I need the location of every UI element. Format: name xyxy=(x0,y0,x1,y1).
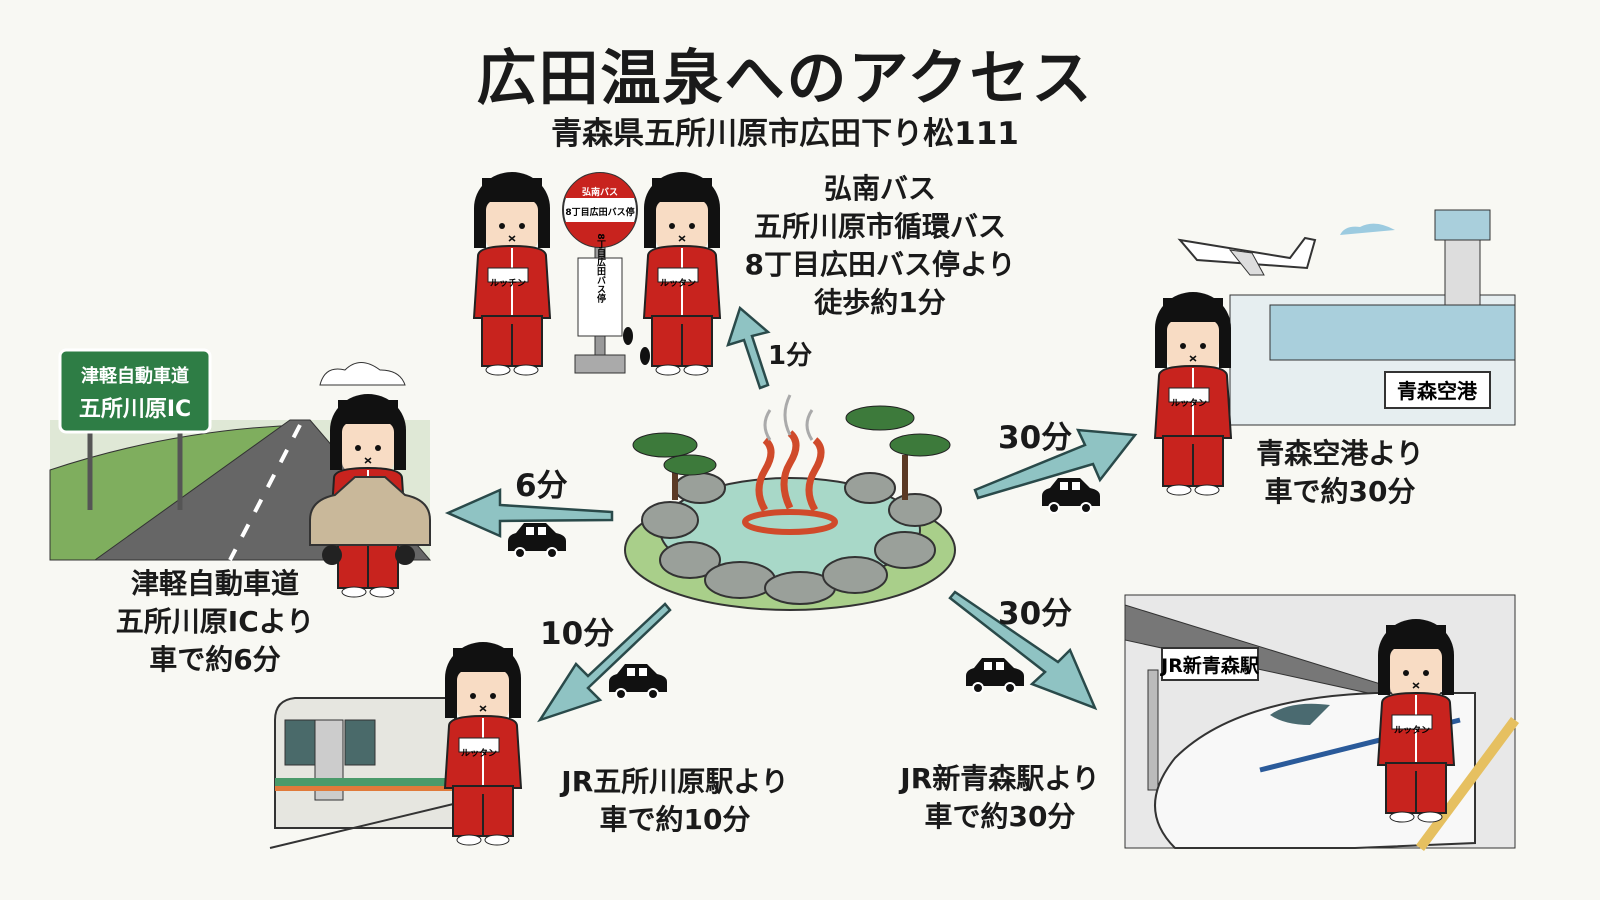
character-name-tag: ルッタン xyxy=(660,277,696,289)
bus-pole-sign: 8丁目広田バス停 xyxy=(595,233,606,303)
caption-line: 弘南バス xyxy=(823,172,936,205)
character-name-tag: ルッタン xyxy=(1394,724,1430,736)
character-name-tag: ルッタン xyxy=(461,747,497,759)
goshogawara-time: 10分 xyxy=(540,616,615,652)
local-train-scene: ルッタン xyxy=(269,641,522,849)
caption-line: JR五所川原駅より xyxy=(561,765,789,798)
caption-line: 車で約10分 xyxy=(599,803,751,836)
bus-caption: 弘南バス 五所川原市循環バス 8丁目広田バス停より 徒歩約1分 xyxy=(720,170,1040,322)
bus-time: 1分 xyxy=(768,341,813,371)
highway-sign-road: 津軽自動車道 xyxy=(81,365,189,387)
bus-sign-stop: 8丁目広田バス停 xyxy=(565,206,634,218)
arrow-jr-goshogawara xyxy=(537,602,672,723)
character-name-tag: ルッチン xyxy=(490,278,526,289)
arrow-jr-shinaomori xyxy=(948,590,1098,711)
bus-sign-company: 弘南バス xyxy=(582,186,618,198)
shinkansen-scene: JR新青森駅 ルッタン xyxy=(1124,594,1520,851)
goshogawara-caption: JR五所川原駅より 車で約10分 xyxy=(540,763,810,839)
caption-line: 五所川原市循環バス xyxy=(753,210,1006,243)
character-name-tag: ルッタン xyxy=(1171,397,1207,409)
caption-line: 車で約30分 xyxy=(924,800,1076,833)
caption-line: 徒歩約1分 xyxy=(814,286,946,319)
airport-scene: 青森空港 ルッタン xyxy=(1154,209,1516,496)
caption-line: 8丁目広田バス停より xyxy=(744,248,1016,281)
caption-line: 車で約30分 xyxy=(1264,475,1416,508)
page-title: 広田温泉へのアクセス xyxy=(476,44,1094,114)
arrow-airport xyxy=(973,428,1138,500)
airport-caption: 青森空港より 車で約30分 xyxy=(1220,435,1460,511)
footprints-icon xyxy=(623,327,650,365)
caption-line: 津軽自動車道 xyxy=(130,567,299,600)
arrow-highway xyxy=(444,488,614,538)
address: 青森県五所川原市広田下り松111 xyxy=(551,116,1019,152)
station-sign: JR新青森駅 xyxy=(1159,654,1260,677)
highway-sign-ic: 五所川原IC xyxy=(79,397,191,422)
caption-line: JR新青森駅より xyxy=(900,762,1100,795)
shinaomori-caption: JR新青森駅より 車で約30分 xyxy=(880,760,1120,836)
shinaomori-time: 30分 xyxy=(998,596,1073,632)
highway-time: 6分 xyxy=(515,468,568,504)
caption-line: 五所川原ICより xyxy=(115,605,315,638)
highway-caption: 津軽自動車道 五所川原ICより 車で約6分 xyxy=(70,565,360,679)
bus-stop-scene: 弘南バス 8丁目広田バス停 8丁目広田バス停 ルッチン ルッタン xyxy=(473,171,721,376)
airport-time: 30分 xyxy=(998,420,1073,456)
airport-sign: 青森空港 xyxy=(1397,379,1478,403)
arrow-bus xyxy=(726,305,771,390)
highway-scene: 津軽自動車道 五所川原IC xyxy=(49,348,432,598)
caption-line: 青森空港より xyxy=(1256,437,1424,470)
caption-line: 車で約6分 xyxy=(149,643,281,676)
route-arrows xyxy=(444,305,1138,723)
hot-spring-icon xyxy=(624,394,956,611)
